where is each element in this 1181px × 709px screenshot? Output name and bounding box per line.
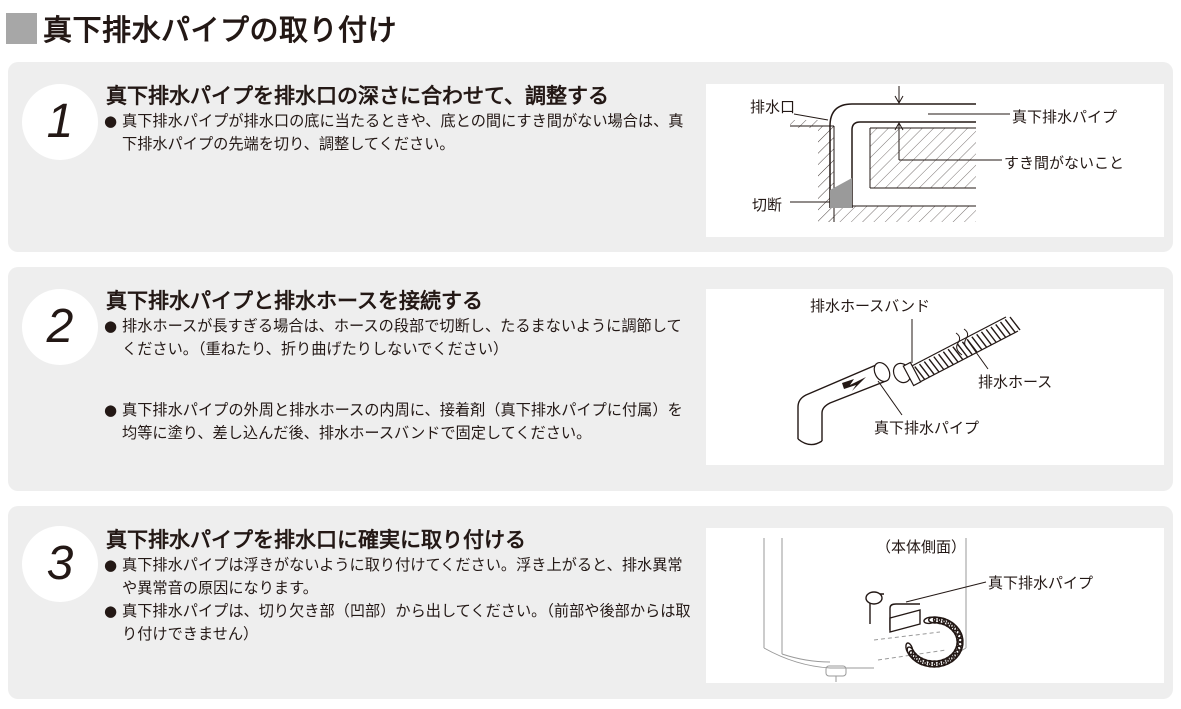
bullet-icon: ● (104, 112, 118, 130)
step-number-circle: 1 (22, 84, 98, 160)
label-no-gap: すき間がないこと (1004, 154, 1125, 172)
label-cut: 切断 (752, 196, 783, 214)
step-bullet: ● 真下排水パイプは、切り欠き部（凹部）から出してください。（前部や後部からは取… (104, 600, 694, 646)
step-panel-1: 1 真下排水パイプを排水口の深さに合わせて、調整する ● 真下排水パイプが排水口… (8, 62, 1173, 252)
section-header: 真下排水パイプの取り付け (6, 8, 397, 48)
step-title: 真下排水パイプを排水口の深さに合わせて、調整する (106, 84, 609, 108)
label-pipe: 真下排水パイプ (874, 419, 980, 437)
illustration-drain-cut: 排水口 真下排水パイプ すき間がないこと 切断 (706, 84, 1164, 237)
bullet-icon: ● (104, 317, 118, 335)
step-number-circle: 2 (22, 289, 98, 365)
step-bullet: ● 真下排水パイプが排水口の底に当たるときや、底との間にすき間がない場合は、真下… (104, 110, 694, 156)
step-panel-2: 2 真下排水パイプと排水ホースを接続する ● 排水ホースが長すぎる場合は、ホース… (8, 267, 1173, 491)
header-square-marker (6, 12, 37, 44)
step-number: 1 (46, 95, 74, 148)
step-bullet: ● 真下排水パイプは浮きがないように取り付けてください。浮き上がると、排水異常や… (104, 554, 694, 600)
step-number: 2 (46, 300, 74, 353)
label-drain: 排水口 (750, 98, 796, 116)
label-hose: 排水ホース (978, 373, 1053, 391)
illustration-pipe-installed: （本体側面） 真下排水パイプ (706, 528, 1164, 683)
step-number: 3 (46, 537, 74, 590)
hose-connection-drawing (797, 316, 1021, 446)
bullet-text: 真下排水パイプの外周と排水ホースの内周に、接着剤（真下排水パイプに付属）を均等に… (122, 401, 683, 442)
page-title: 真下排水パイプの取り付け (43, 13, 398, 47)
step-title: 真下排水パイプを排水口に確実に取り付ける (106, 528, 526, 552)
bullet-text: 真下排水パイプは浮きがないように取り付けてください。浮き上がると、排水異常や異常… (122, 556, 683, 597)
bullet-icon: ● (104, 401, 118, 419)
drain-cut-drawing (790, 86, 1010, 222)
step-number-circle: 3 (22, 526, 98, 602)
step-panel-3: 3 真下排水パイプを排水口に確実に取り付ける ● 真下排水パイプは浮きがないよう… (8, 506, 1173, 699)
step-title: 真下排水パイプと排水ホースを接続する (106, 289, 483, 313)
pipe-installed-drawing (763, 538, 987, 682)
bullet-text: 真下排水パイプは、切り欠き部（凹部）から出してください。（前部や後部からは取り付… (122, 602, 691, 643)
step-bullet: ● 真下排水パイプの外周と排水ホースの内周に、接着剤（真下排水パイプに付属）を均… (104, 399, 694, 445)
illustration-hose-connection: 排水ホースバンド 排水ホース 真下排水パイプ (706, 289, 1164, 465)
bullet-text: 真下排水パイプが排水口の底に当たるときや、底との間にすき間がない場合は、真下排水… (122, 112, 684, 153)
bullet-text: 排水ホースが長すぎる場合は、ホースの段部で切断し、たるまないように調節してくださ… (122, 317, 682, 358)
label-pipe: 真下排水パイプ (1012, 108, 1118, 126)
label-hose-band: 排水ホースバンド (810, 297, 931, 315)
bullet-icon: ● (104, 556, 118, 574)
label-body-side: （本体側面） (876, 538, 967, 556)
label-pipe: 真下排水パイプ (988, 574, 1094, 592)
bullet-icon: ● (104, 602, 118, 620)
step-bullet: ● 排水ホースが長すぎる場合は、ホースの段部で切断し、たるまないように調節してく… (104, 315, 694, 361)
